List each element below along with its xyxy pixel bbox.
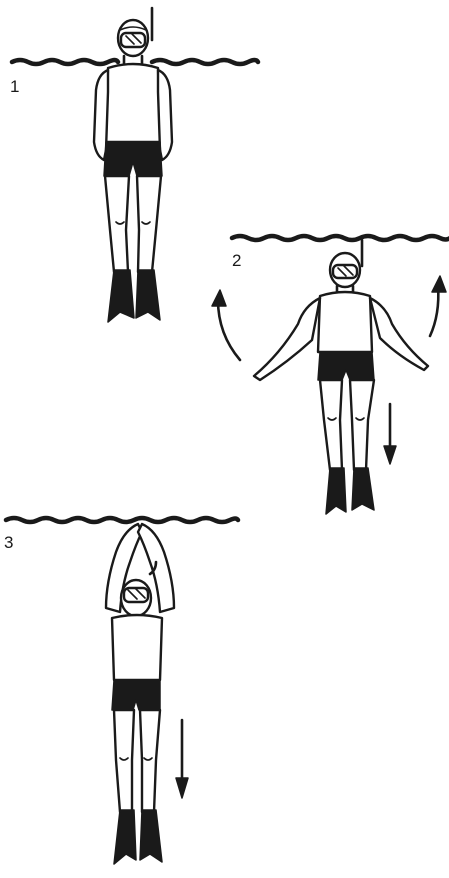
step-1-label: 1 <box>10 78 19 95</box>
left-leg <box>105 176 129 272</box>
step-2-label: 2 <box>232 252 241 269</box>
swim-shorts <box>112 680 160 710</box>
step-3-panel <box>6 518 238 864</box>
left-leg <box>114 710 134 812</box>
step-3-water-surface <box>6 518 238 522</box>
torso <box>318 292 372 352</box>
swim-shorts <box>318 352 374 380</box>
right-sweep-arrow <box>430 286 438 336</box>
diver-floating-figure <box>94 8 172 322</box>
right-leg <box>137 176 161 272</box>
diver-arms-sweep-figure <box>254 240 428 514</box>
torso <box>106 64 160 142</box>
right-fin-icon <box>136 270 160 320</box>
left-fin-icon <box>114 810 136 864</box>
swim-shorts <box>104 142 162 176</box>
motion-arrow <box>176 720 188 798</box>
left-leg <box>320 380 342 470</box>
step-2-water-surface <box>232 236 449 240</box>
step-1-panel <box>12 8 258 322</box>
right-leg <box>140 710 160 812</box>
right-fin-icon <box>140 810 162 862</box>
left-arm <box>254 298 320 380</box>
right-arm <box>370 298 428 370</box>
left-sweep-arrow <box>218 300 240 360</box>
diver-descending-figure <box>106 524 174 864</box>
right-leg <box>350 380 374 470</box>
step-3-label: 3 <box>4 534 13 551</box>
left-fin-icon <box>326 468 346 514</box>
left-fin-icon <box>108 270 134 322</box>
step-2-panel <box>212 236 449 514</box>
torso <box>112 615 162 680</box>
right-fin-icon <box>352 468 374 510</box>
